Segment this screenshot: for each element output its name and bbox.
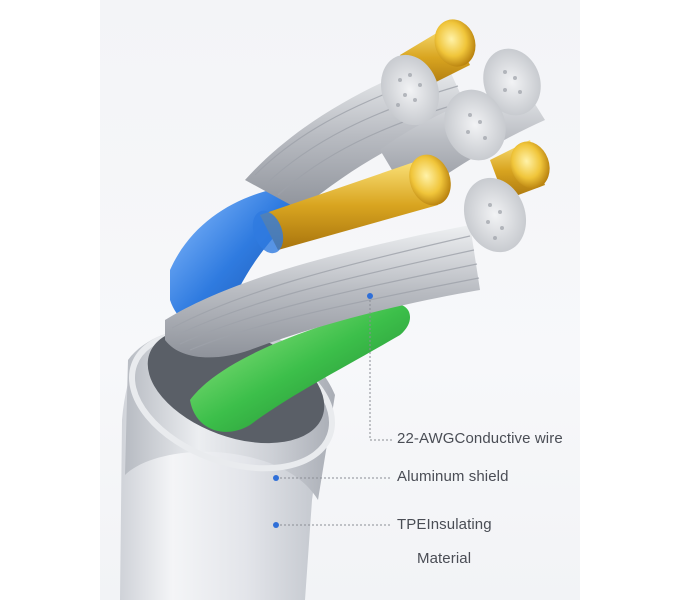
strand-end-middle [444,89,506,161]
callout-conductive-wire [369,296,392,441]
strand-dot-texture [396,70,522,240]
label-tpe-insulating-line1: TPEInsulating [397,516,492,533]
label-tpe-insulating-line2: Material [417,550,472,567]
gold-conductor-center [252,154,451,254]
strand-end-faces [380,48,541,253]
strand-end-top-left [380,54,440,126]
strand-end-top-right [483,48,541,116]
lower-strand-bundle [165,225,480,358]
label-aluminum-shield: Aluminum shield [397,468,509,485]
callout-dot-aluminum-shield [273,475,279,481]
label-conductive-wire: 22-AWGConductive wire [397,430,563,447]
callout-dot-tpe-insulating [273,522,279,528]
callout-dot-conductive-wire [367,293,373,299]
green-core-insulation [190,304,411,432]
strand-end-bottom [463,177,527,253]
